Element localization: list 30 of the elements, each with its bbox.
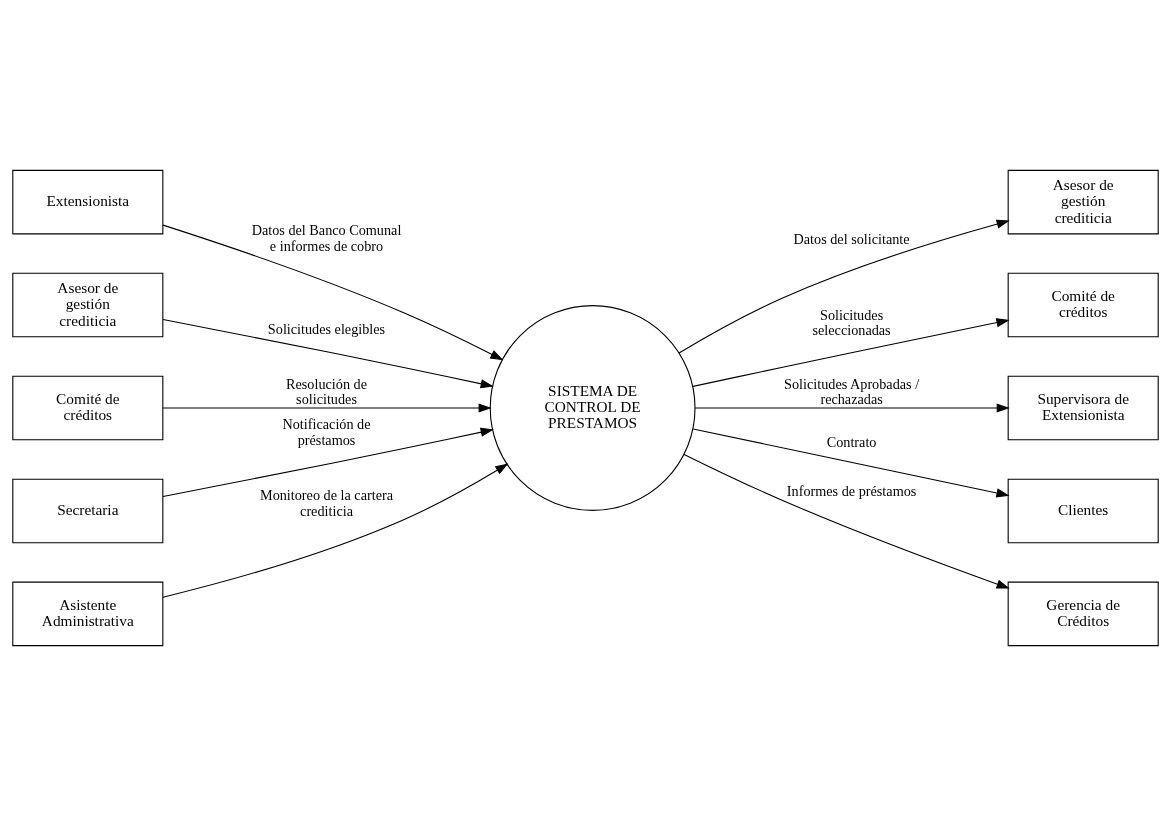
edge-label: Resolución de solicitudes	[286, 375, 367, 407]
node-box: Asistente Administrativa	[12, 581, 164, 646]
node-box: Extensionista	[12, 169, 164, 234]
edge-label: Solicitudes elegibles	[267, 320, 386, 337]
edge-label: Contrato	[826, 433, 877, 450]
arrow	[694, 402, 1010, 413]
node-box: Supervisora de Extensionista	[1007, 375, 1159, 440]
arrow	[692, 427, 1010, 497]
node-box: Comité de créditos	[12, 375, 164, 440]
arrow	[692, 317, 1010, 387]
node-box: Comité de créditos	[1007, 272, 1159, 337]
node-box: Asesor de gestión crediticia	[1007, 169, 1159, 234]
node-box: Secretaria	[12, 478, 164, 543]
arrow	[162, 462, 509, 598]
node-box: Clientes	[1007, 478, 1159, 543]
node-box: Gerencia de Créditos	[1007, 581, 1159, 646]
arrow	[162, 224, 504, 360]
edge-label: Notificación de préstamos	[282, 415, 371, 448]
edge-label: Datos del solicitante	[793, 230, 910, 247]
edge-label: Monitoreo de la cartera crediticia	[260, 486, 394, 519]
node-box: Asesor de gestión crediticia	[12, 272, 164, 337]
edge-label: Solicitudes Aprobadas / rechazadas	[784, 375, 920, 407]
arrow	[683, 453, 1010, 589]
edge-label: Informes de préstamos	[786, 482, 917, 499]
arrow	[162, 318, 494, 388]
arrow	[162, 402, 492, 413]
arrow	[678, 219, 1010, 353]
edge-label: Datos del Banco Comunal e informes de cobro	[251, 221, 402, 254]
arrow	[162, 427, 494, 497]
edge-label: Solicitudes seleccionadas	[812, 306, 891, 338]
